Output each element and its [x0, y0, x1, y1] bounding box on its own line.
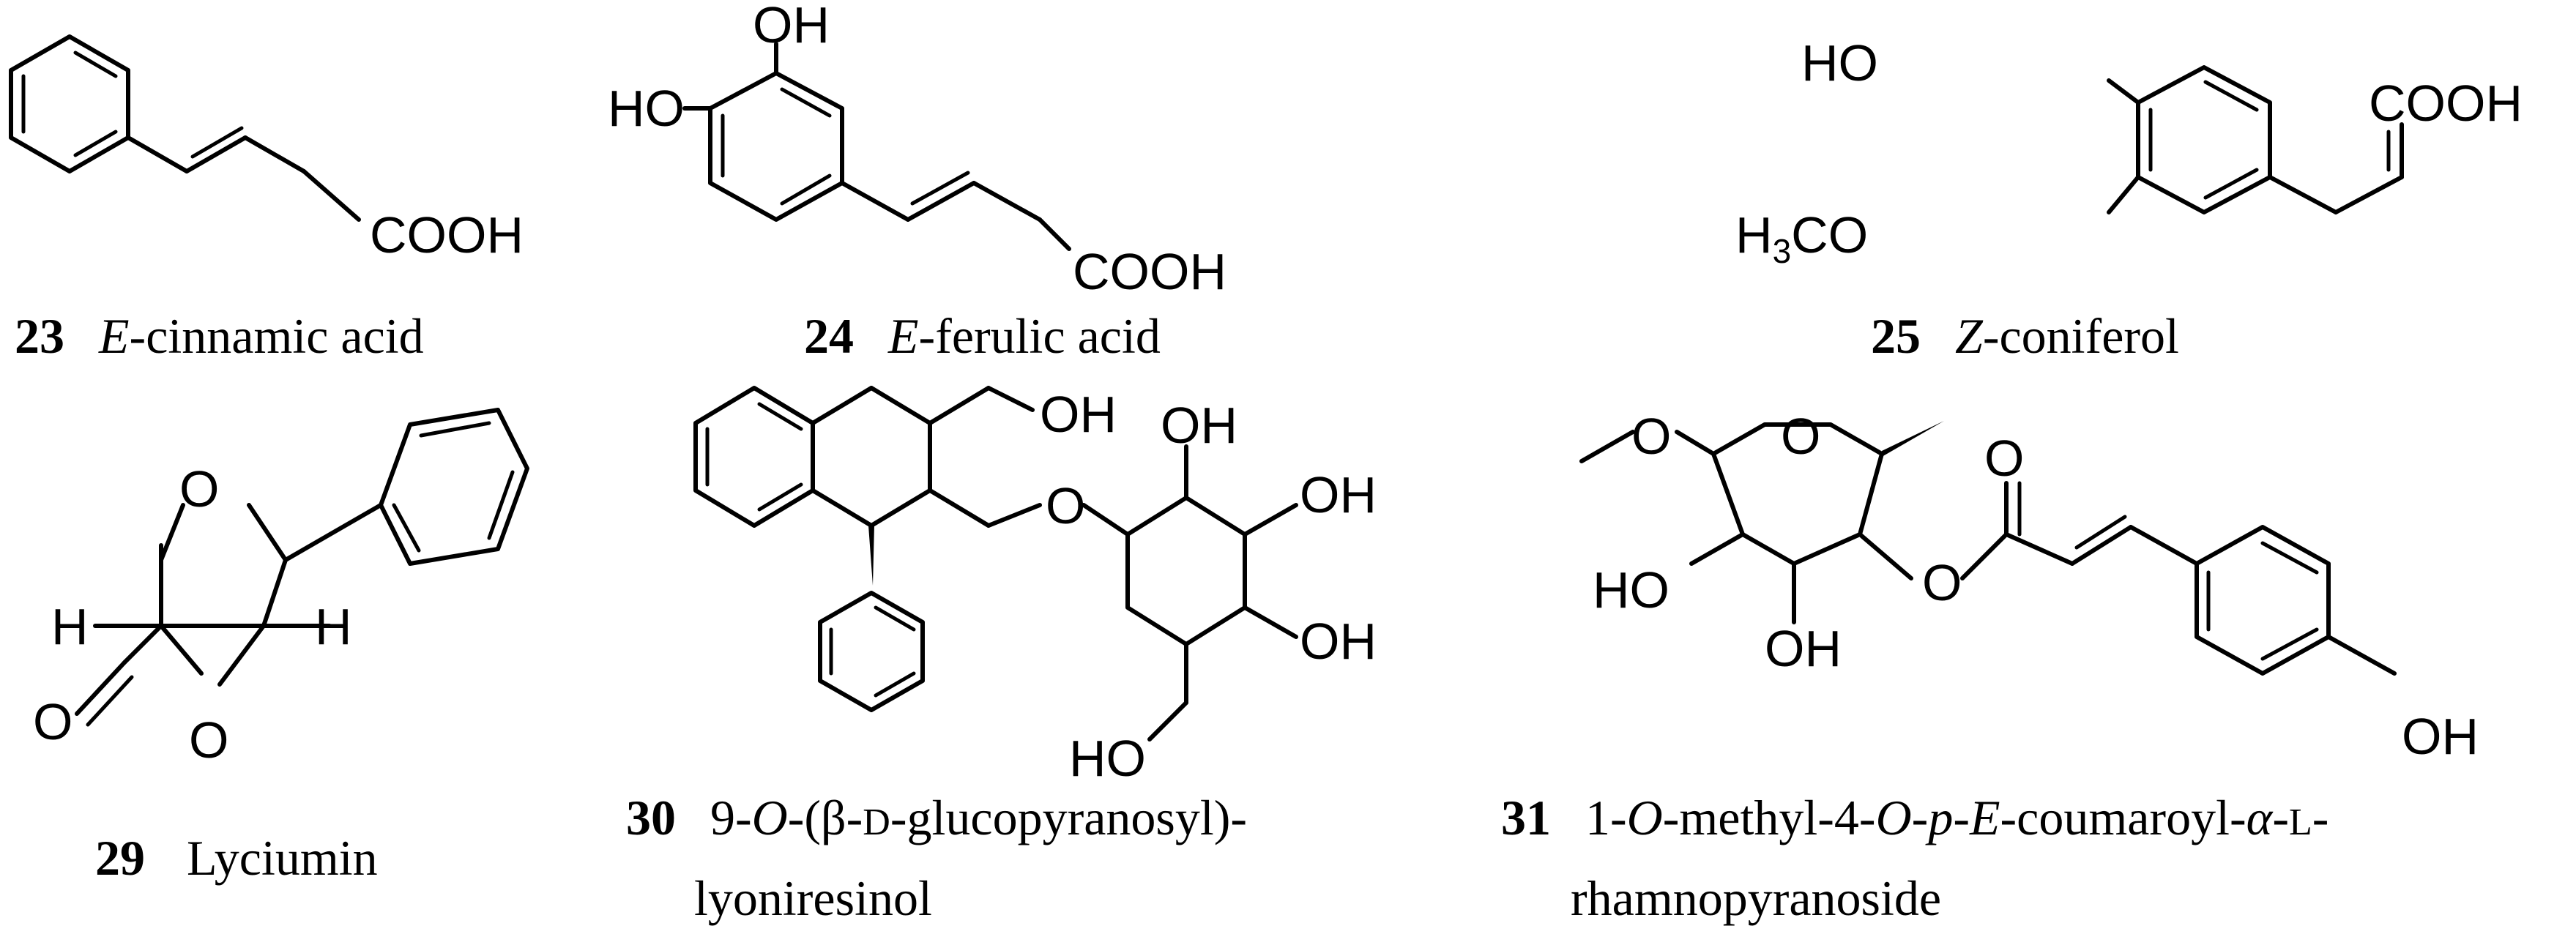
compound-25-name: -coniferol: [1983, 308, 2179, 364]
methoxy-label: H3CO: [1735, 206, 1868, 270]
compound-24-number: 24: [804, 308, 854, 364]
oh2-label: OH: [1300, 466, 1377, 523]
oh1-label: OH: [1161, 397, 1237, 454]
compound-23-prefix: E: [98, 308, 130, 364]
ring-o-label: O: [179, 460, 219, 518]
compound-30-structure: OH O OH OH OH HO: [693, 386, 1377, 787]
compound-25-number: 25: [1871, 308, 1921, 364]
compound-30-number: 30: [626, 790, 676, 845]
oh-top-label: OH: [753, 0, 830, 53]
compound-25-structure: HO H3CO COOH: [1735, 34, 2523, 270]
ester-o-label: O: [1922, 554, 1962, 611]
oh-phenol-label: OH: [2402, 708, 2479, 765]
methoxy-o-label: O: [1631, 408, 1671, 465]
h-right-label: H: [315, 598, 352, 655]
compound-25-caption: 25 Z-coniferol: [1871, 308, 2179, 364]
compound-23-structure: COOH: [9, 34, 524, 264]
h-left-label: H: [51, 598, 89, 655]
ring-o-label: O: [1781, 408, 1820, 465]
compound-23-number: 23: [15, 308, 64, 364]
oh-ch2-label: OH: [1040, 386, 1117, 443]
compound-31-number: 31: [1501, 790, 1551, 845]
compound-23-name: -cinnamic acid: [130, 308, 424, 364]
compound-24-name: -ferulic acid: [919, 308, 1161, 364]
carbonyl-o-label: O: [1984, 430, 2024, 487]
compound-24-prefix: E: [887, 308, 919, 364]
compound-29-structure: O H H O O: [33, 408, 529, 769]
compound-24-caption: 24 E-ferulic acid: [804, 308, 1161, 364]
phenyl-ring: [379, 408, 529, 566]
benzene-ring: [9, 34, 130, 173]
compound-29-caption: 29 Lyciumin: [95, 830, 378, 886]
ether-o-label: O: [1046, 477, 1085, 534]
compound-31-caption-line2: rhamnopyranoside: [1571, 870, 1941, 926]
compound-30-caption-line2: lyoniresinol: [694, 870, 932, 926]
compound-31-caption-line1: 31 1-O-methyl-4-O-p-E-coumaroyl-α-L-: [1501, 790, 2329, 845]
compound-31-structure: O O O O HO OH OH: [1579, 408, 2479, 765]
acid-label: COOH: [1073, 243, 1226, 300]
acid-label: COOH: [2369, 75, 2523, 132]
compound-23-caption: 23 E-cinnamic acid: [15, 308, 424, 364]
oh-left-label: HO: [608, 80, 685, 137]
compound-29-number: 29: [95, 830, 145, 886]
ho-bottom-label: HO: [1069, 730, 1146, 787]
compound-24-structure: OH HO COOH: [608, 0, 1226, 300]
carbonyl-o-label: O: [33, 693, 72, 750]
alkene-chain: [126, 126, 361, 222]
compound-25-prefix: Z: [1955, 308, 1984, 364]
oh3-label: OH: [1300, 613, 1377, 670]
compound-30-caption-line1: 30 9-O-(β-D-glucopyranosyl)-: [626, 790, 1247, 845]
hydroxy-label: HO: [1801, 34, 1878, 91]
ho-left-label: HO: [1593, 561, 1669, 619]
oh-bottom-label: OH: [1765, 620, 1842, 677]
compound-29-name: Lyciumin: [187, 830, 378, 886]
acid-label: COOH: [370, 206, 524, 264]
lactone-o-label: O: [189, 711, 228, 769]
